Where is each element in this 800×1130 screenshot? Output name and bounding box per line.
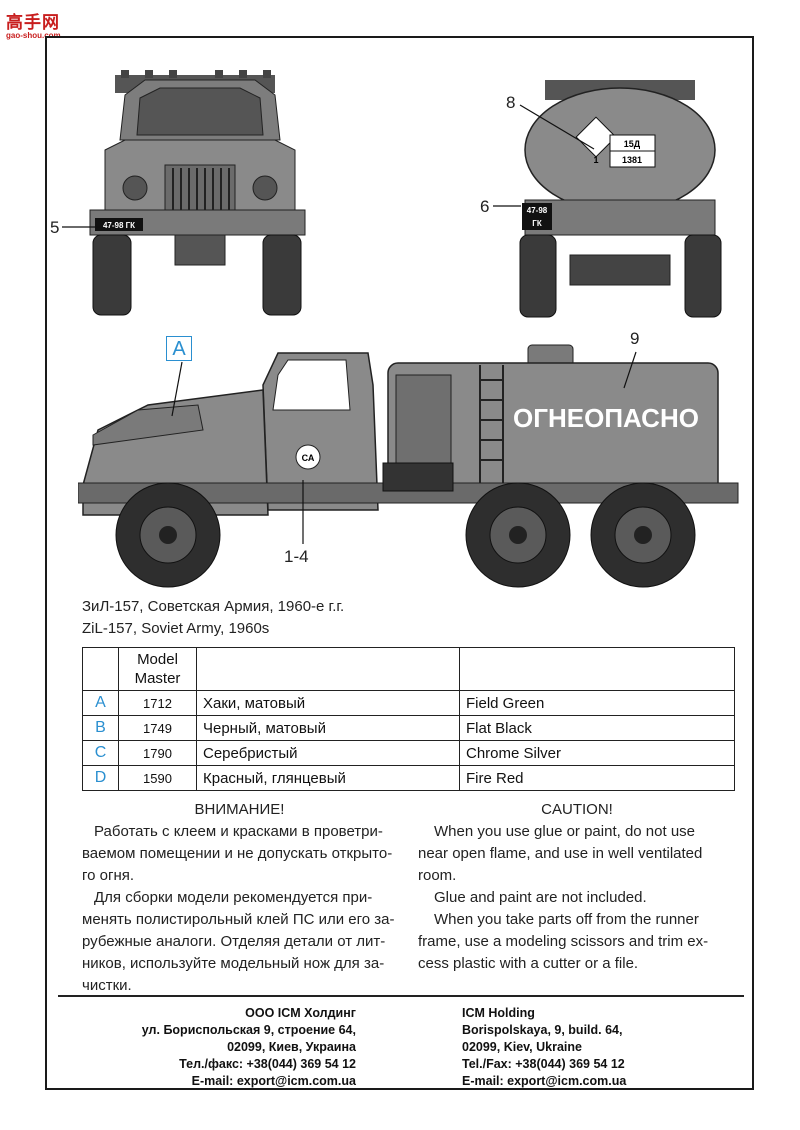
address-en-line: 02099, Kiev, Ukraine (462, 1040, 582, 1054)
notes-ru: ВНИМАНИЕ! Работать с клеем и красками в … (82, 799, 397, 997)
door-badge-text: СА (302, 453, 315, 463)
address-ru-line: ул. Бориспольская 9, строение 64, (141, 1023, 356, 1037)
row-en-name: Chrome Silver (459, 740, 735, 766)
row-en-name: Fire Red (459, 765, 735, 791)
notes-en-line: room. (418, 867, 457, 884)
callout-A-box: A (166, 336, 192, 361)
notes-ru-line: Работать с клеем и красками в проветри- (94, 823, 383, 840)
caption-en: ZiL-157, Soviet Army, 1960s (82, 620, 270, 637)
address-ru-line: 02099, Киев, Украина (227, 1040, 356, 1054)
truck-side-view: ОГНЕОПАСНО СА (78, 344, 739, 588)
front-plate-text: 47-98 ГК (103, 221, 135, 230)
tank-warning-text: ОГНЕОПАСНО (513, 403, 699, 433)
callout-1-4-line (302, 480, 304, 544)
paint-table: Model Master A 1712 Хаки, матовый Field … (82, 647, 735, 791)
table-row: B 1749 Черный, матовый Flat Black (82, 715, 735, 741)
row-en-name: Flat Black (459, 715, 735, 741)
address-en-line: E-mail: export@icm.com.ua (462, 1074, 627, 1088)
row-code: 1590 (118, 765, 197, 791)
callout-8-line (519, 104, 595, 150)
address-en-line: Borispolskaya, 9, build. 64, (462, 1023, 623, 1037)
row-en-name: Field Green (459, 690, 735, 716)
table-row: A 1712 Хаки, матовый Field Green (82, 690, 735, 716)
rear-plate-top: 47-98 (527, 206, 548, 215)
hazard-code-top: 15Д (624, 139, 641, 149)
header-model: Model (137, 651, 178, 668)
rear-plate-bottom: ГК (532, 219, 542, 228)
row-letter: A (82, 690, 119, 716)
notes-ru-line: чистки. (82, 977, 132, 994)
logo-name: 高手网 (6, 13, 60, 33)
logo-url: gao-shou.com (6, 31, 61, 40)
page-frame (45, 36, 754, 1090)
header-ru-cell (196, 647, 460, 691)
notes-ru-title: ВНИМАНИЕ! (194, 801, 285, 818)
caption-ru: ЗиЛ-157, Советская Армия, 1960-е г.г. (82, 598, 345, 615)
callout-6: 6 (480, 197, 490, 216)
row-ru-name: Черный, матовый (196, 715, 460, 741)
header-empty-cell (82, 647, 119, 691)
site-logo: 高手网 gao-shou.com (6, 8, 76, 40)
row-code: 1749 (118, 715, 197, 741)
row-code: 1712 (118, 690, 197, 716)
truck-front-view: 47-98 ГК (89, 70, 306, 316)
row-letter: D (82, 765, 119, 791)
notes-en-line: When you take parts off from the runner (434, 911, 699, 928)
callout-9-line (623, 351, 637, 389)
notes-en-p3: When you take parts off from the runner … (418, 909, 736, 975)
row-ru-name: Красный, глянцевый (196, 765, 460, 791)
paint-table-header: Model Master (82, 647, 735, 691)
callout-6-line (493, 205, 521, 207)
notes-en-line: frame, use a modeling scissors and trim … (418, 933, 709, 950)
notes-ru-line: менять полистирольный клей ПС или его за… (82, 911, 395, 928)
callout-1-4: 1-4 (284, 547, 309, 566)
hazard-class-number: 1 (593, 155, 598, 165)
notes-en: CAUTION! When you use glue or paint, do … (418, 799, 736, 975)
notes-ru-line: ников, используйте модельный нож для за- (82, 955, 385, 972)
notes-en-p1: When you use glue or paint, do not use n… (418, 821, 736, 887)
footer-separator (58, 995, 744, 997)
notes-ru-p2: Для сборки модели рекомендуется при- мен… (82, 887, 397, 997)
notes-en-p2: Glue and paint are not included. (418, 887, 736, 909)
address-ru: ООО ICM Холдинг ул. Бориспольская 9, стр… (100, 1005, 356, 1090)
address-en-line: ICM Holding (462, 1006, 535, 1020)
address-en: ICM Holding Borispolskaya, 9, build. 64,… (462, 1005, 722, 1090)
notes-en-line: When you use glue or paint, do not use (434, 823, 696, 840)
hazard-code-bottom: 1381 (622, 155, 642, 165)
address-ru-line: ООО ICM Холдинг (245, 1006, 356, 1020)
callout-5-line (62, 226, 100, 228)
notes-en-title: CAUTION! (541, 801, 613, 818)
notes-ru-line: го огня. (82, 867, 135, 884)
callout-8: 8 (506, 93, 516, 112)
callout-9: 9 (630, 329, 640, 348)
address-ru-line: E-mail: export@icm.com.ua (191, 1074, 356, 1088)
row-ru-name: Серебристый (196, 740, 460, 766)
row-letter: C (82, 740, 119, 766)
truck-rear-view: 1 15Д 1381 47-98 ГК (519, 80, 722, 318)
address-en-line: Tel./Fax: +38(044) 369 54 12 (462, 1057, 625, 1071)
row-letter: B (82, 715, 119, 741)
header-master: Master (134, 670, 181, 687)
row-code: 1790 (118, 740, 197, 766)
callout-A-line (171, 361, 183, 417)
table-row: D 1590 Красный, глянцевый Fire Red (82, 765, 735, 791)
header-en-cell (459, 647, 735, 691)
notes-ru-line: рубежные аналоги. Отделяя детали от лит- (82, 933, 386, 950)
header-model-master: Model Master (118, 647, 197, 691)
notes-ru-line: Для сборки модели рекомендуется при- (94, 889, 373, 906)
address-ru-line: Тел./факс: +38(044) 369 54 12 (179, 1057, 356, 1071)
callout-5: 5 (50, 218, 60, 237)
notes-en-line: near open flame, and use in well ventila… (418, 845, 703, 862)
notes-en-line: cess plastic with a cutter or a file. (418, 955, 639, 972)
notes-ru-line: ваемом помещении и не допускать открыто- (82, 845, 393, 862)
notes-ru-p1: Работать с клеем и красками в проветри- … (82, 821, 397, 887)
table-row: C 1790 Серебристый Chrome Silver (82, 740, 735, 766)
notes-en-line: Glue and paint are not included. (434, 889, 647, 906)
row-ru-name: Хаки, матовый (196, 690, 460, 716)
